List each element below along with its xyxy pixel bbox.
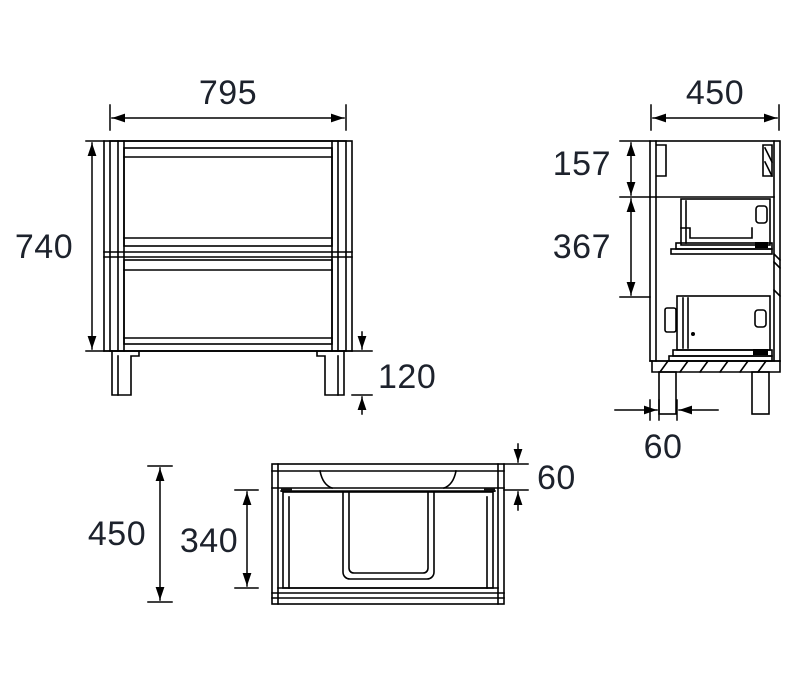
dim-front-width: [109, 104, 347, 131]
side-view: [649, 140, 782, 415]
dim-label-front-width: 795: [199, 74, 257, 112]
dim-plan-top-band: [503, 443, 529, 511]
dim-side-top: [619, 140, 651, 198]
dim-front-height: [85, 140, 105, 352]
dim-label-plan-inner-depth: 340: [180, 522, 238, 560]
dim-label-side-depth: 450: [686, 74, 744, 112]
dim-leg-height: [351, 331, 373, 415]
dim-plan-inner-depth: [234, 489, 259, 589]
dim-side-leg-inset: [614, 399, 719, 421]
dim-label-leg-height: 120: [378, 358, 436, 396]
dim-label-front-height: 740: [15, 228, 73, 266]
dim-label-plan-depth: 450: [88, 515, 146, 553]
dim-side-drawers: [619, 198, 651, 298]
dim-plan-depth: [147, 465, 173, 603]
front-view: [103, 140, 353, 396]
dim-label-side-drawer-span: 367: [553, 228, 611, 266]
plan-view: [271, 463, 505, 605]
dim-label-side-top-gap: 157: [553, 145, 611, 183]
dim-label-side-leg-inset: 60: [644, 428, 683, 466]
dim-side-depth: [650, 104, 780, 131]
dim-label-plan-top-band: 60: [537, 459, 576, 497]
